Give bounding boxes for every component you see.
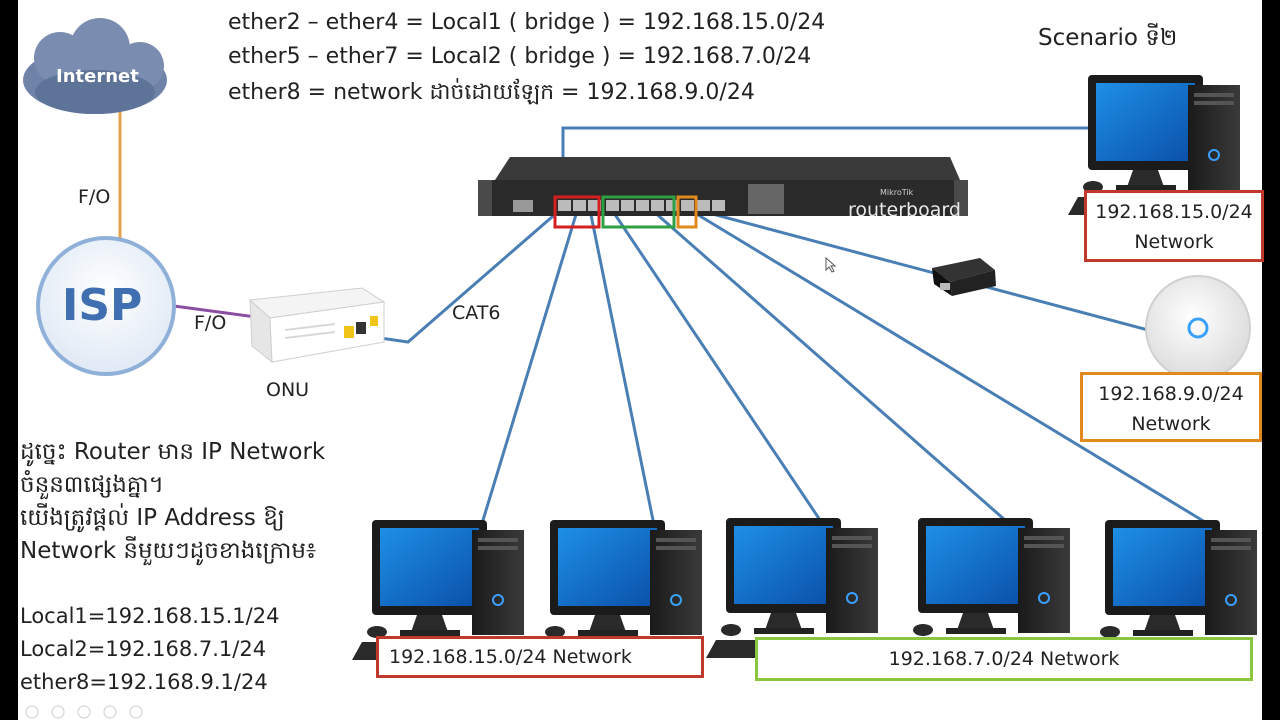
network-box-access-point: 192.168.9.0/24 Network <box>1080 372 1262 442</box>
control-slides-icon[interactable] <box>77 705 91 719</box>
cable-router-pc1 <box>478 207 580 531</box>
cable-router-pc3 <box>610 209 822 521</box>
header-line-1: ether2 – ether4 = Local1 ( bridge ) = 19… <box>228 10 826 35</box>
description-line-2: ចំនួន៣ផ្សេងគ្នា។ <box>20 472 164 498</box>
cable-router-pc4 <box>651 208 1006 522</box>
description-line-4: Network នីមួយៗដូចខាងក្រោម៖ <box>20 538 317 564</box>
network-box-right-top: 192.168.15.0/24 Network <box>1084 190 1264 262</box>
network-label: 192.168.7.0/24 Network <box>888 648 1120 670</box>
router-brand: routerboard <box>848 199 961 221</box>
control-pen-icon[interactable] <box>51 705 65 719</box>
cable-router-ap <box>689 206 1149 332</box>
fo-label-top: F/O <box>78 186 111 208</box>
onu-label: ONU <box>266 379 310 401</box>
internet-cloud-icon <box>23 18 167 114</box>
network-label: Network <box>1131 413 1211 435</box>
control-zoom-icon[interactable] <box>103 705 117 719</box>
ip-line-local2: Local2=192.168.7.1/24 <box>20 637 267 661</box>
mouse-cursor-icon <box>825 256 837 273</box>
network-ip: 192.168.9.0/24 <box>1098 383 1244 405</box>
player-controls <box>25 705 143 719</box>
internet-label: Internet <box>56 66 139 87</box>
left-border <box>0 0 18 720</box>
network-box-bottom-local2: 192.168.7.0/24 Network <box>755 637 1253 681</box>
router-icon <box>478 157 968 229</box>
cat6-label: CAT6 <box>452 302 501 324</box>
control-back-icon[interactable] <box>25 705 39 719</box>
scenario-label: Scenario ទី២ <box>1038 25 1178 51</box>
cable-router-pc5 <box>689 208 1206 524</box>
header-line-2: ether5 – ether7 = Local2 ( bridge ) = 19… <box>228 44 812 69</box>
router-vendor: MikroTik <box>880 188 914 197</box>
onu-device-icon <box>248 287 386 364</box>
isp-label: ISP <box>62 280 143 331</box>
network-label: 192.168.15.0/24 Network <box>389 646 632 668</box>
description-line-3: យើងត្រូវផ្តល់ IP Address ឱ្យ <box>20 505 285 531</box>
cable-router-pc2 <box>588 209 657 531</box>
description-line-1: ដូច្នេះ Router មាន IP Network <box>20 439 326 465</box>
network-box-bottom-local1: 192.168.15.0/24 Network <box>376 636 704 678</box>
ip-line-local1: Local1=192.168.15.1/24 <box>20 604 280 628</box>
network-label: Network <box>1134 231 1214 253</box>
ip-line-ether8: ether8=192.168.9.1/24 <box>20 670 268 694</box>
access-point-icon <box>1145 275 1251 381</box>
network-ip: 192.168.15.0/24 <box>1095 201 1253 223</box>
right-border <box>1262 0 1280 720</box>
control-more-icon[interactable] <box>129 705 143 719</box>
isp-icon <box>36 236 176 376</box>
fo-label-bottom: F/O <box>194 312 227 334</box>
poe-injector-icon <box>932 258 996 296</box>
header-line-3: ether8 = network ដាច់ដោយឡែក = 192.168.9.… <box>228 80 755 105</box>
